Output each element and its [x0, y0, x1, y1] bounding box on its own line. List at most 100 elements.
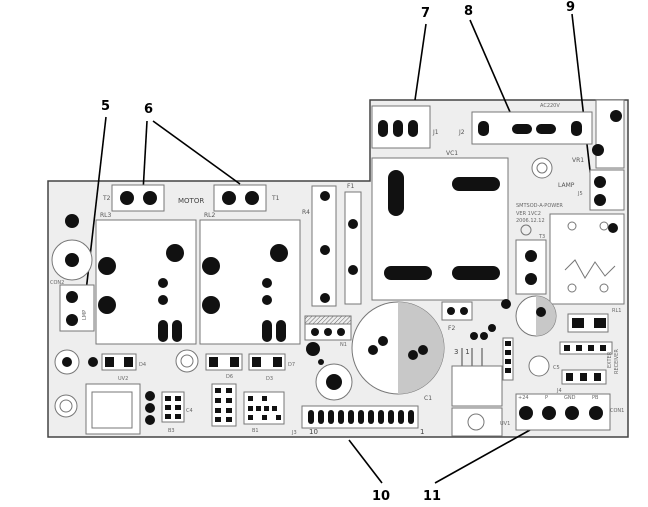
- label-d7: D7: [288, 362, 295, 368]
- label-t1: T1: [271, 195, 280, 202]
- label-vc1: VC1: [446, 150, 458, 157]
- pad: [452, 177, 500, 191]
- label-vr1: VR1: [572, 157, 584, 164]
- label-t3: T3: [538, 234, 545, 240]
- pad: [594, 318, 606, 328]
- label-uv1: UV1: [500, 421, 510, 427]
- pad: [580, 373, 587, 381]
- pad: [505, 350, 511, 355]
- pad: [262, 320, 272, 342]
- label-con2: CON2: [50, 280, 64, 286]
- label-motor: MOTOR: [178, 197, 204, 205]
- label-rl2: RL2: [204, 212, 216, 219]
- pad: [348, 265, 358, 275]
- pad: [215, 408, 221, 413]
- label-r4: R4: [302, 209, 310, 216]
- pad: [175, 405, 181, 410]
- label-lamp: LAMP: [558, 182, 575, 189]
- pad: [245, 191, 259, 205]
- label-j2: J2: [458, 129, 465, 136]
- pad: [501, 299, 511, 309]
- pad: [158, 278, 168, 288]
- label-uv2: UV2: [118, 376, 128, 382]
- label-date: 2006.12.12: [516, 218, 545, 224]
- label-ac220v: AC220V: [540, 103, 560, 109]
- pad: [66, 291, 78, 303]
- label-version: VER 1VC2: [516, 211, 541, 217]
- pad: [158, 320, 168, 342]
- pad: [512, 124, 532, 134]
- component-row: [559, 341, 613, 355]
- label-pb: PB: [592, 395, 599, 401]
- pad: [565, 406, 579, 420]
- mounting-hole-inner: [59, 399, 73, 413]
- pad: [525, 273, 537, 285]
- pad: [600, 345, 606, 351]
- pad: [248, 396, 253, 401]
- pad: [65, 253, 79, 267]
- pad: [571, 121, 582, 136]
- pad: [594, 176, 606, 188]
- relay-terminal: [599, 221, 609, 231]
- pad: [226, 388, 232, 393]
- label-pin-10: 10: [309, 428, 318, 436]
- label-f2: F2: [448, 325, 455, 332]
- pad: [262, 415, 267, 420]
- pad: [264, 406, 269, 411]
- capacitor-small-polarity: [536, 296, 556, 336]
- pad: [478, 121, 489, 136]
- pad: [262, 278, 272, 288]
- regulator-uv2-body: [91, 391, 133, 429]
- pad: [594, 373, 601, 381]
- pad: [447, 307, 455, 315]
- pad: [326, 374, 342, 390]
- pad: [215, 388, 221, 393]
- label-c1: C1: [424, 395, 432, 402]
- connector-con2: [59, 284, 95, 332]
- pad: [66, 314, 78, 326]
- label-n1: N1: [340, 342, 347, 348]
- ground-icon: [520, 224, 532, 236]
- label-con1: CON1: [610, 408, 624, 414]
- leader-8: [469, 19, 511, 113]
- pad: [608, 223, 618, 233]
- pad: [145, 391, 155, 401]
- connector-n1: [304, 315, 352, 325]
- leader-7: [414, 23, 427, 101]
- label-d6: D6: [226, 374, 233, 380]
- pad: [536, 124, 556, 134]
- pad: [542, 406, 556, 420]
- label-t2: T2: [102, 195, 111, 202]
- pad: [62, 357, 72, 367]
- pad: [505, 341, 511, 346]
- callout-6: 6: [144, 102, 153, 117]
- pad: [145, 415, 155, 425]
- callout-10: 10: [372, 489, 390, 504]
- callout-8: 8: [464, 4, 473, 19]
- pad: [576, 345, 582, 351]
- pad: [408, 120, 418, 137]
- pad: [572, 318, 584, 328]
- pad: [252, 357, 261, 367]
- pad: [88, 357, 98, 367]
- pad: [248, 406, 253, 411]
- pad: [165, 405, 171, 410]
- pad: [256, 406, 261, 411]
- pad: [262, 396, 267, 401]
- pad: [209, 357, 218, 367]
- relay-terminal: [567, 283, 577, 293]
- leader-11: [434, 429, 531, 484]
- callout-9: 9: [566, 0, 575, 15]
- pad: [105, 357, 114, 367]
- pad: [348, 219, 358, 229]
- pad: [610, 110, 622, 122]
- pad: [378, 410, 384, 424]
- pad: [98, 296, 116, 314]
- pad: [202, 257, 220, 275]
- pad: [175, 396, 181, 401]
- pad: [408, 410, 414, 424]
- pad: [320, 191, 330, 201]
- pad: [320, 245, 330, 255]
- relay-coil: [564, 259, 616, 279]
- pad: [328, 410, 334, 424]
